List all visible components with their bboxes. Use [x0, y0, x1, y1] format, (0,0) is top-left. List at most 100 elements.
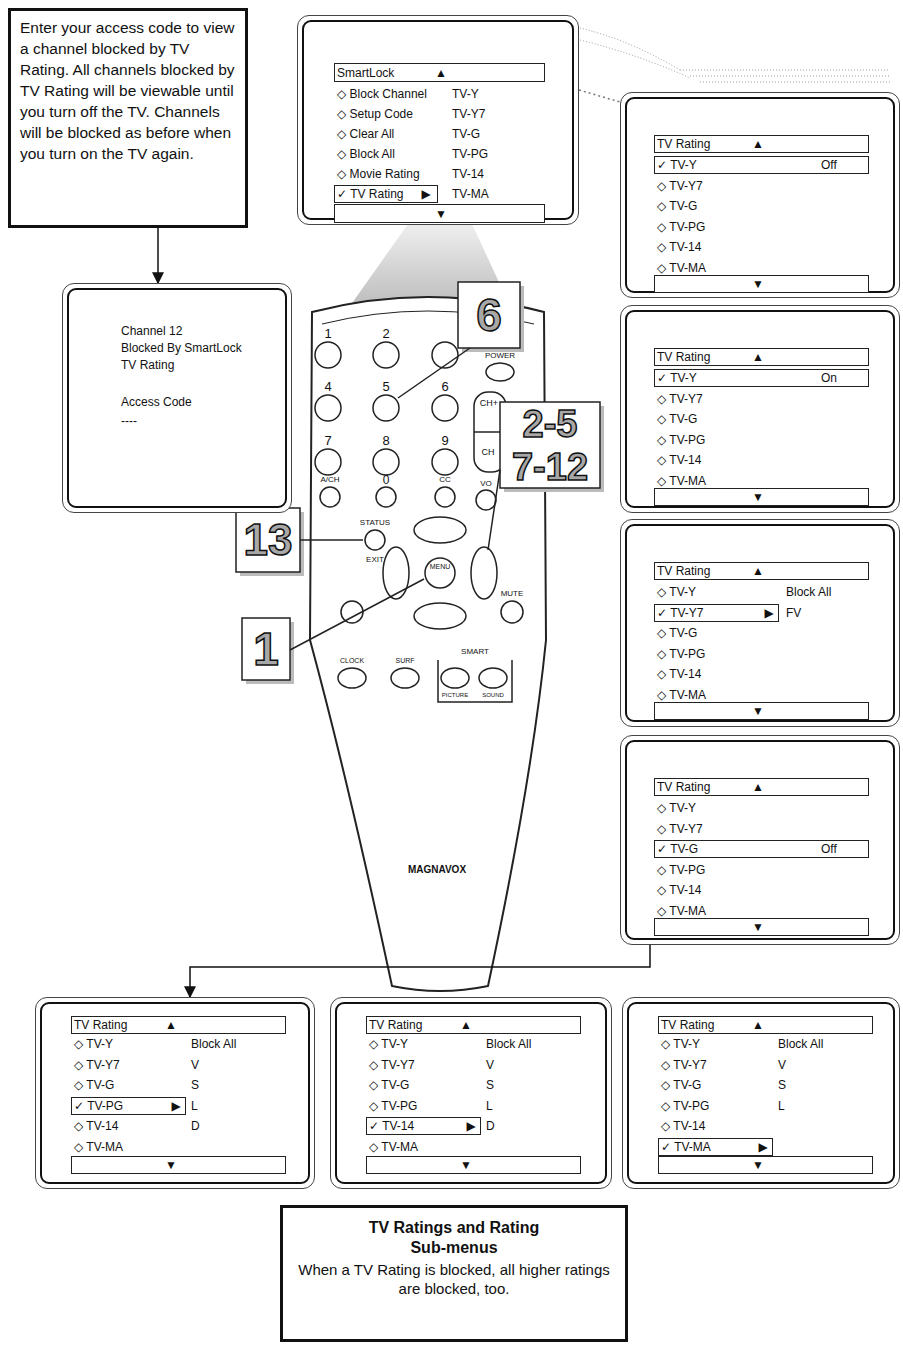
- menu-text: ✓ TV-MA: [661, 1139, 711, 1154]
- menu-text: ◇ Clear All: [337, 127, 394, 142]
- connector: [190, 945, 650, 997]
- drawing-part: [290, 579, 424, 650]
- button-label: 5: [382, 380, 389, 393]
- menu-text: ▼: [752, 277, 764, 292]
- menu-text: S: [778, 1078, 786, 1093]
- remote-body: [310, 297, 546, 991]
- button-label: 2: [382, 327, 389, 340]
- button-label: CLOCK: [340, 657, 364, 664]
- menu-text: ▲: [460, 1018, 472, 1033]
- menu-text: ◇ Movie Rating: [337, 167, 420, 182]
- menu-text: ◇ TV-Y7: [657, 821, 703, 836]
- drawing-part: [435, 487, 455, 507]
- menu-text: L: [486, 1098, 493, 1113]
- menu-text: ◇ TV-Y: [661, 1037, 700, 1052]
- drawing-part: [458, 282, 520, 348]
- drawing-part: [414, 517, 466, 543]
- button-label: SOUND: [482, 692, 504, 698]
- box-text: When a TV Rating is blocked, all higher …: [297, 1260, 611, 1298]
- menu-text: ▶: [764, 605, 773, 620]
- button-label: PICTURE: [442, 692, 468, 698]
- drawing-part: [471, 547, 497, 599]
- menu-text: TV-MA: [452, 187, 489, 202]
- callout-leaders: [290, 348, 500, 650]
- drawing-part: [432, 342, 458, 368]
- menu-text: ◇ TV-G: [657, 412, 697, 427]
- menu-text: ◇ Setup Code: [337, 107, 413, 122]
- menu-text: ◇ TV-MA: [657, 903, 706, 918]
- menu-text: ◇ TV-MA: [657, 260, 706, 275]
- button-label: 0: [383, 474, 390, 486]
- menu-text: ◇ TV-Y: [74, 1037, 113, 1052]
- menu-text: D: [191, 1119, 200, 1134]
- menu-text: ◇ TV-PG: [657, 862, 705, 877]
- note-box: Enter your access code to view a channel…: [8, 8, 248, 228]
- drawing-part: [300, 539, 363, 541]
- menu-text: TV Rating: [657, 780, 710, 795]
- menu-text: TV-Y7: [452, 107, 485, 122]
- menu-text: ▶: [421, 187, 430, 202]
- button-label: POWER: [485, 352, 515, 360]
- button-label: SMART: [461, 648, 489, 656]
- menu-text: ▲: [435, 65, 447, 80]
- menu-text: D: [486, 1119, 495, 1134]
- screen-text: TV Rating: [121, 358, 174, 373]
- menu-text: ◇ TV-14: [661, 1119, 705, 1134]
- drawing-part: [373, 449, 399, 475]
- menu-text: TV Rating: [74, 1018, 127, 1033]
- menu-text: ▲: [752, 780, 764, 795]
- menu-text: S: [191, 1078, 199, 1093]
- menu-text: TV Rating: [369, 1018, 422, 1033]
- menu-text: ▲: [752, 564, 764, 579]
- menu-text: ✓ TV-G: [657, 842, 698, 857]
- menu-text: ◇ TV-14: [657, 240, 701, 255]
- menu-text: TV-14: [452, 167, 484, 182]
- menu-text: ◇ TV-G: [661, 1078, 701, 1093]
- menu-text: ◇ TV-MA: [657, 473, 706, 488]
- drawing-part: [315, 342, 341, 368]
- drawing-part: [680, 70, 890, 71]
- menu-footer-bar: [658, 1156, 873, 1174]
- menu-text: Off: [821, 158, 837, 173]
- menu-text: TV Rating: [657, 137, 710, 152]
- menu-text: ▲: [752, 1018, 764, 1033]
- menu-text: ▲: [752, 137, 764, 152]
- drawing-part: [580, 28, 680, 70]
- menu-text: ◇ TV-Y7: [369, 1057, 415, 1072]
- button-label: 8: [382, 434, 389, 447]
- menu-text: ▼: [752, 920, 764, 935]
- menu-text: ▼: [435, 206, 447, 221]
- drawing-part: [383, 547, 409, 599]
- drawing-part: [500, 402, 600, 488]
- menu-text: Off: [821, 842, 837, 857]
- drawing-part: [438, 660, 512, 702]
- drawing-part: [432, 449, 458, 475]
- menu-footer-bar: [366, 1156, 581, 1174]
- menu-text: TV-G: [452, 127, 480, 142]
- button-label: VO: [480, 480, 492, 488]
- menu-text: ◇ TV-14: [74, 1119, 118, 1134]
- menu-text: ◇ Block Channel: [337, 87, 427, 102]
- tv-screen: TV Rating▲✓ TV-YOn◇ TV-Y7◇ TV-G◇ TV-PG◇ …: [620, 305, 900, 513]
- menu-text: ▶: [758, 1139, 767, 1154]
- tv-screen: TV Rating▲◇ TV-YBlock All✓ TV-Y7▶FV◇ TV-…: [620, 519, 900, 727]
- menu-text: ▼: [752, 490, 764, 505]
- drawing-part: [373, 395, 399, 421]
- menu-text: TV Rating: [657, 564, 710, 579]
- callout-number: 1: [253, 626, 279, 672]
- callout-number: 2-5: [523, 405, 578, 443]
- button-label: MENU: [430, 563, 451, 570]
- menu-text: TV-PG: [452, 147, 488, 162]
- menu-text: ◇ TV-G: [657, 199, 697, 214]
- drawing-part: [242, 618, 290, 680]
- menu-text: ▶: [466, 1119, 475, 1134]
- drawing-part: [479, 668, 507, 688]
- menu-text: L: [778, 1098, 785, 1113]
- callout-number: 13: [244, 518, 293, 562]
- menu-text: SmartLock: [337, 65, 394, 80]
- menu-text: ◇ TV-MA: [74, 1139, 123, 1154]
- button-label: 4: [324, 380, 331, 393]
- drawing-part: [700, 82, 890, 83]
- menu-text: Block All: [786, 585, 831, 600]
